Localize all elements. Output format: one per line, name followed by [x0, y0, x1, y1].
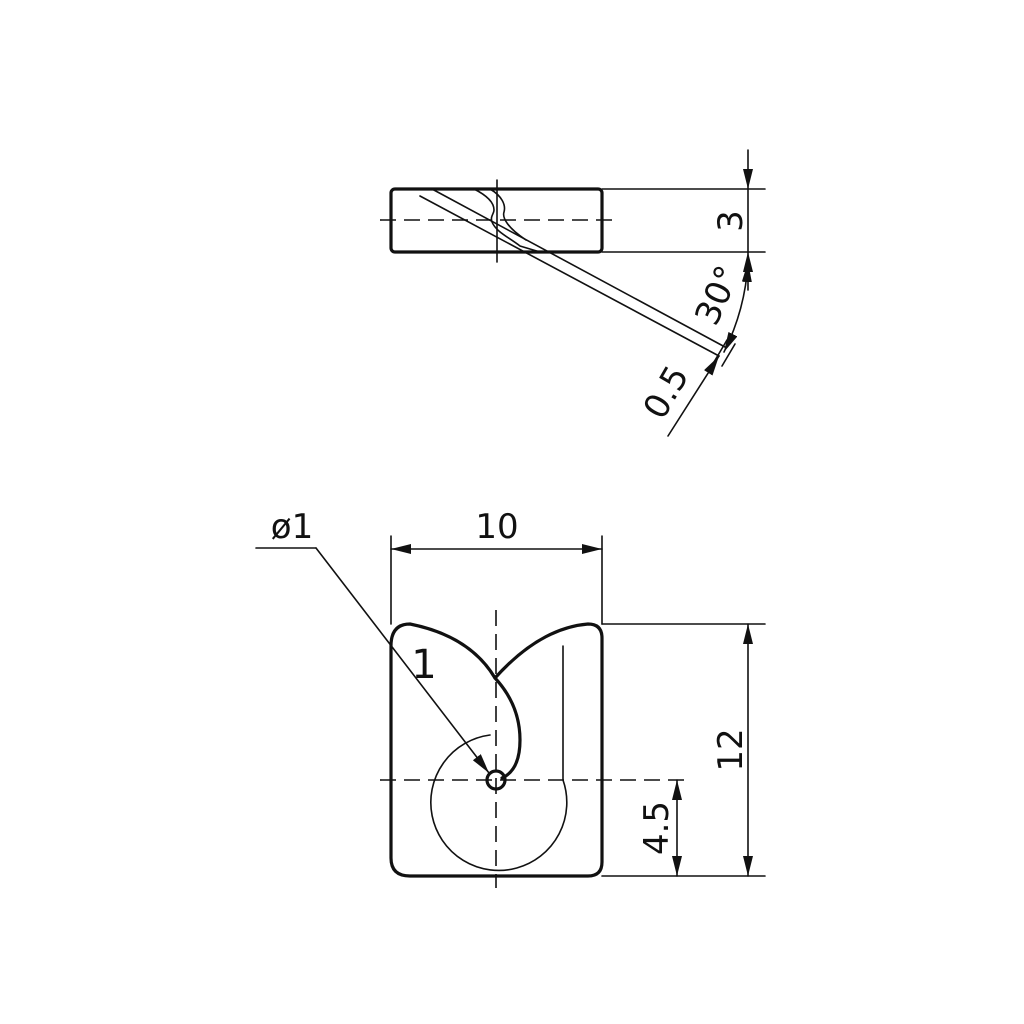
slot-width-label: 0.5	[636, 359, 698, 426]
hole-diameter-label: ø1	[271, 507, 313, 547]
slot-width-leader	[667, 355, 720, 437]
slot-notch	[473, 188, 541, 253]
angle-arc	[723, 261, 752, 353]
height-label: 12	[711, 728, 751, 771]
width-label: 10	[475, 507, 518, 547]
part-number-marker: 1	[411, 642, 436, 688]
angle-label: 30°	[687, 260, 748, 331]
slot-line-lower	[419, 195, 720, 357]
slot-spiral-outer	[430, 645, 568, 872]
front-view: 1 ø1 10 12 4.5	[255, 507, 766, 888]
offset-label: 4.5	[637, 801, 677, 855]
slot-notch-inner	[489, 188, 527, 241]
hole-leader	[315, 547, 490, 774]
thickness-label: 3	[711, 210, 751, 232]
slot-line-upper	[431, 188, 726, 348]
slot-width-tick-b	[721, 343, 736, 367]
slot-spiral-edge	[493, 676, 522, 780]
side-view: 3 30° 0.5	[380, 149, 766, 437]
